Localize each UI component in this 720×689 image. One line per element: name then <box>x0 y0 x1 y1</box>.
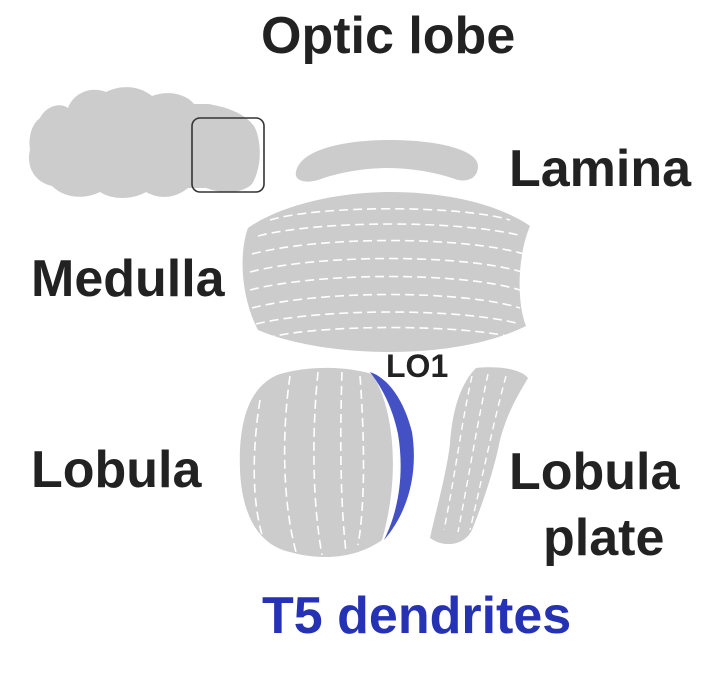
lobula-shape <box>239 367 393 557</box>
lo1-label: LO1 <box>386 348 449 384</box>
brain-silhouette <box>28 87 260 198</box>
brain-thumbnail <box>28 87 265 198</box>
lamina-shape <box>295 140 478 182</box>
medulla-shape <box>242 192 530 352</box>
diagram-title: Optic lobe <box>261 7 516 65</box>
inset-box <box>191 117 265 193</box>
lobula-label: Lobula <box>31 441 202 499</box>
t5-dendrites-layer[interactable] <box>370 372 414 540</box>
t5-dendrites-label: T5 dendrites <box>262 587 572 645</box>
lamina-label: Lamina <box>509 140 692 198</box>
medulla-label: Medulla <box>31 250 225 308</box>
lobula-plate-label-line1: Lobula <box>509 443 680 501</box>
lobula-plate-label-line2: plate <box>543 509 665 567</box>
lobula-plate-shape <box>430 367 528 545</box>
